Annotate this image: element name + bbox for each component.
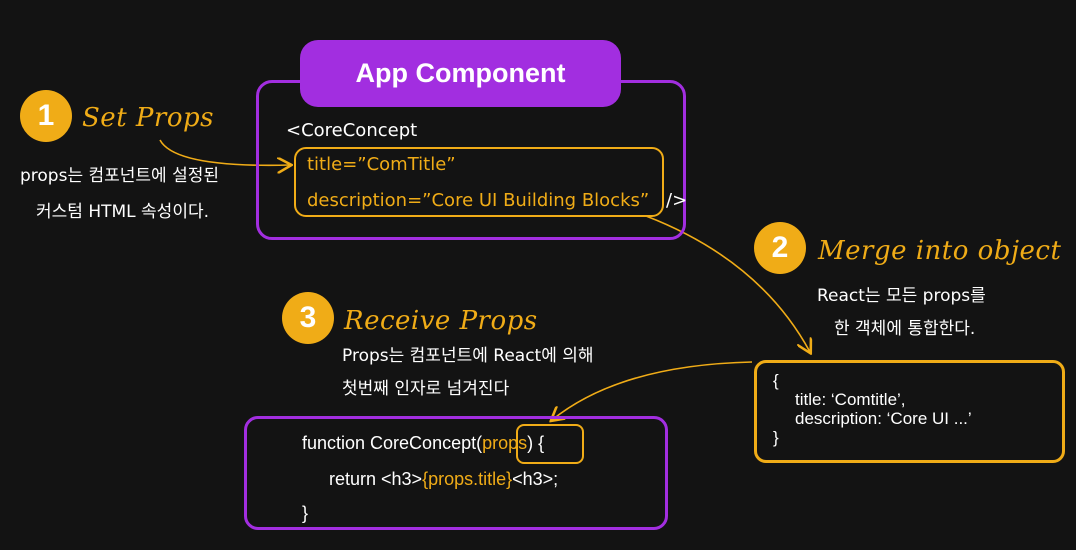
step-3-heading: Receive Props — [344, 306, 538, 336]
object-description-entry: description: ‘Core UI ...’ — [795, 409, 972, 428]
step-2-badge: 2 — [754, 222, 806, 274]
merged-props-object-box: { title: ‘Comtitle’, description: ‘Core … — [754, 360, 1065, 463]
object-close-brace: } — [773, 428, 779, 447]
core-concept-close-tag: /> — [666, 190, 688, 211]
description-prop-line: description=”Core UI Building Blocks” — [307, 190, 650, 211]
arrow-set-props — [159, 139, 290, 165]
step-2-heading: Merge into object — [818, 236, 1062, 266]
step-1-desc-line-1: props는 컴포넌트에 설정된 — [20, 166, 220, 186]
app-component-title: App Component — [300, 40, 621, 107]
step-3-desc-line-2: 첫번째 인자로 넘겨진다 — [342, 379, 510, 399]
function-close-brace: } — [302, 503, 309, 523]
arrow-receive-props — [552, 361, 753, 420]
function-props-param: props — [482, 433, 528, 453]
step-1-desc-line-2: 커스텀 HTML 속성이다. — [36, 202, 209, 222]
function-signature-end: ) { — [527, 433, 545, 453]
step-1-heading: Set Props — [82, 103, 214, 133]
core-concept-open-tag: <CoreConcept — [286, 120, 418, 141]
step-1-badge: 1 — [20, 90, 72, 142]
step-2-desc-line-2: 한 객체에 통합한다. — [834, 319, 976, 339]
return-close-tag: <h3>; — [512, 469, 559, 489]
title-prop-line: title=”ComTitle” — [307, 154, 456, 175]
function-signature-start: function CoreConcept( — [302, 433, 483, 453]
step-2-desc-line-1: React는 모든 props를 — [817, 286, 986, 306]
props-highlight-box — [294, 147, 664, 217]
function-signature-line: function CoreConcept(props) { — [302, 433, 544, 454]
object-open-brace: { — [773, 371, 779, 390]
step-3-badge: 3 — [282, 292, 334, 344]
props-param-highlight — [516, 424, 584, 464]
object-title-entry: title: ‘Comtitle’, — [795, 390, 906, 409]
function-return-line: return <h3>{props.title}<h3>; — [329, 469, 558, 490]
step-3-desc-line-1: Props는 컴포넌트에 React에 의해 — [342, 346, 594, 366]
core-concept-function-box — [244, 416, 668, 530]
return-props-expression: {props.title} — [422, 469, 513, 489]
return-open-tag: return <h3> — [329, 469, 423, 489]
